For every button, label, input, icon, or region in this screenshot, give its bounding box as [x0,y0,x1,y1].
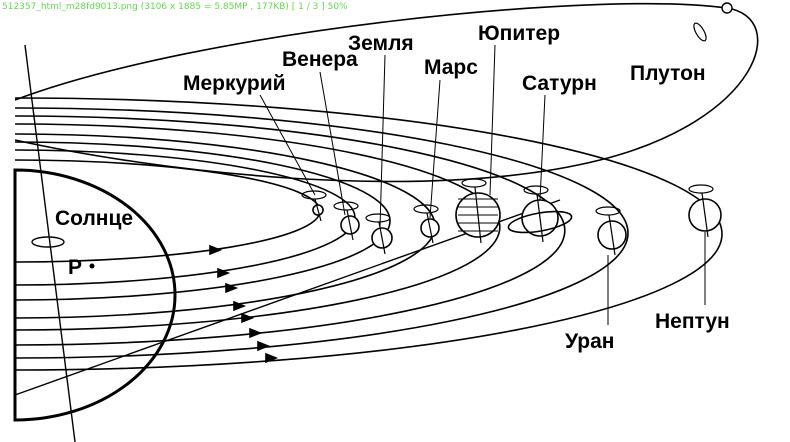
mars-axis [426,212,434,244]
neptune-orbit-arrow [265,352,279,364]
earth-orbit [14,141,391,301]
venus-axis [346,209,354,241]
earth-orbit-arrow [225,282,239,294]
uranus-orbit [14,107,629,359]
leader-line [489,44,496,196]
leader-line [259,94,316,196]
earth-rotation-icon [365,213,391,223]
saturn-orbit [14,115,566,346]
pluto-planet [721,2,733,14]
jupiter-rotation-icon [461,178,487,188]
earth-label: Земля [348,32,414,55]
mercury-orbit-arrow [209,244,223,256]
pluto-orbit [14,2,759,183]
mars-label: Марс [424,56,478,79]
leader-line [319,71,346,216]
mercury-axis [314,198,322,222]
mars-orbit-arrow [233,300,247,312]
neptune-axis [701,192,709,238]
viewer-title: 512357_html_m28fd9013.png (3106 x 1885 =… [2,2,348,12]
uranus-orbit-arrow [257,340,271,352]
sun-body [13,168,177,422]
point-p-label: P [68,256,82,279]
neptune-rotation-icon [688,184,714,194]
mercury-rotation-icon [301,190,327,200]
saturn-orbit-arrow [249,327,263,339]
saturn-label: Сатурн [522,72,597,95]
jupiter-orbit-arrow [241,312,255,324]
pluto-rotation-icon [693,22,707,42]
pluto-label: Плутон [630,62,706,85]
neptune-label: Нептун [655,310,730,333]
saturn-rotation-icon [523,185,549,195]
saturn-axis [536,193,544,243]
jupiter-label: Юпитер [478,22,560,45]
venus-label: Венера [282,48,358,71]
uranus-axis [608,214,616,256]
point-p-marker [89,263,95,269]
sun-label: Солнце [55,207,133,230]
sun-rotation-icon [31,236,65,248]
uranus-label: Уран [565,330,614,353]
leader-line [539,94,546,201]
venus-rotation-icon [333,201,359,211]
mars-rotation-icon [413,204,439,214]
venus-orbit-arrow [217,267,231,279]
uranus-rotation-icon [595,206,621,216]
mercury-label: Меркурий [183,72,286,95]
leader-line [429,79,441,219]
neptune-orbit [14,97,723,371]
leader-line [379,54,386,229]
saturn-ring [507,210,573,234]
